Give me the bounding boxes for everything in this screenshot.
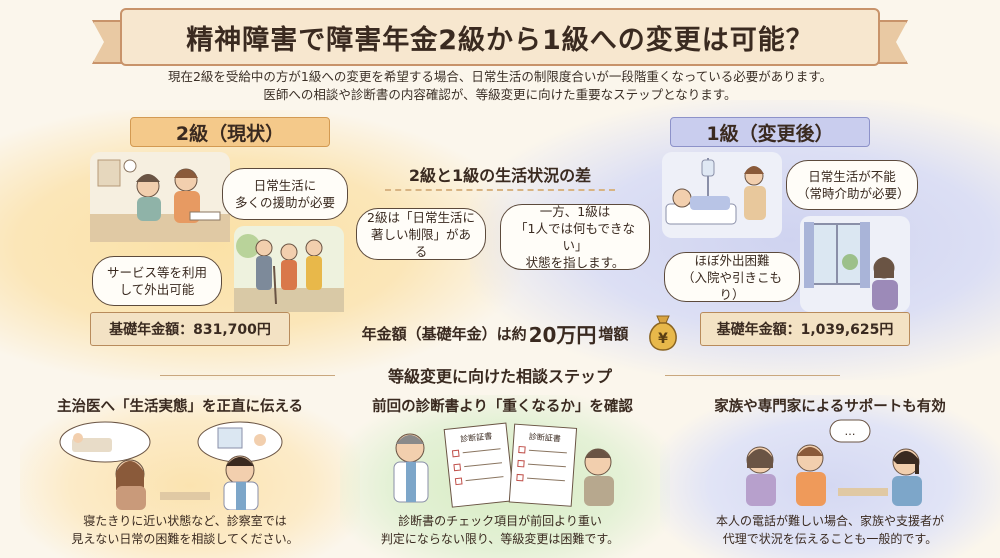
bubble-line: 「1人では何もできない」: [515, 221, 635, 253]
bubble-line: 著しい制限」がある: [370, 226, 471, 259]
bubble-line: （常時介助が必要）: [797, 186, 910, 201]
home-care-illustration: [90, 152, 230, 242]
doc-label-2: 診断証書: [529, 431, 562, 443]
subtitle-line-1: 現在2級を受給中の方が1級への変更を希望する場合、日常生活の制限度合いが一段階重…: [167, 69, 833, 84]
increase-suffix: 増額: [598, 324, 629, 343]
step1-text-2: 見えない日常の困難を相談してください。: [71, 532, 299, 546]
bubble-line: サービス等を利用: [106, 265, 207, 280]
bubble-line: 2級は「日常生活に: [367, 209, 475, 225]
step2-text-2: 判定にならない限り、等級変更は困難です。: [380, 532, 620, 546]
grade1-bubble-outing: ほぼ外出困難（入院や引きこもり）: [664, 252, 800, 302]
grade2-bubble-assistance: 日常生活に多くの援助が必要: [222, 168, 348, 220]
step1-text-1: 寝たきりに近い状態など、診察室では: [83, 514, 287, 528]
bubble-line: 日常生活が不能: [808, 169, 896, 184]
money-bag-icon: ¥: [649, 315, 677, 351]
family-support-illustration: …: [746, 419, 922, 506]
doctor-consultation-illustration: [59, 421, 283, 510]
bubble-line: 状態を指します。: [525, 255, 625, 270]
step1-title: 主治医へ「生活実態」を正直に伝える: [56, 399, 304, 415]
step3-background: [660, 395, 1000, 558]
steps-heading: 等級変更に向けた相談ステップ: [387, 367, 612, 386]
outing-illustration: [234, 226, 344, 312]
grade1-definition-bubble: 一方、1級は「1人では何もできない」状態を指します。: [500, 204, 650, 270]
subtitle-line-2: 医師への相談や診断書の内容確認が、等級変更に向けた重要なステップとなります。: [263, 87, 737, 102]
speech-dots: …: [845, 425, 856, 438]
step1-background: [20, 395, 360, 558]
grade1-bubble-care: 日常生活が不能 （常時介助が必要）: [786, 160, 918, 210]
grade2-bubble-outing: サービス等を利用して外出可能: [92, 256, 222, 306]
hospital-bed-illustration: [662, 152, 782, 238]
divider-right: [665, 375, 840, 376]
bubble-line: ほぼ外出困難: [694, 252, 770, 268]
bubble-line: 日常生活に: [253, 178, 317, 193]
step2-title: 前回の診断書より「重くなるか」を確認: [372, 399, 633, 415]
bubble-line: （入院や引きこもり）: [681, 269, 782, 302]
grade2-amount: 基礎年金額：831,700円: [90, 312, 290, 346]
increase-value: 20万円: [528, 322, 597, 347]
diagnosis-document-illustration: 診断証書 診断証書: [393, 422, 614, 508]
grade2-banner: 2級（現状）: [130, 117, 330, 147]
window-illustration: [800, 216, 910, 312]
title-ribbon: 精神障害で障害年金2級から1級への変更は可能？: [120, 8, 880, 66]
difference-heading: 2級と1級の生活状況の差: [385, 162, 615, 191]
grade1-banner: 1級（変更後）: [670, 117, 870, 147]
bubble-line: して外出可能: [119, 282, 195, 297]
page-title: 精神障害で障害年金2級から1級への変更は可能？: [186, 24, 814, 56]
doc-label-1: 診断証書: [460, 431, 493, 444]
step2-text-1: 診断書のチェック項目が前回より重い: [398, 514, 602, 528]
step3-text-1: 本人の電話が難しい場合、家族や支援者が: [715, 514, 944, 528]
bubble-line: 多くの援助が必要: [234, 195, 335, 210]
grade2-definition-bubble: 2級は「日常生活に著しい制限」がある: [356, 208, 486, 260]
grade1-amount: 基礎年金額：1,039,625円: [700, 312, 910, 346]
yen-symbol: ¥: [658, 331, 668, 347]
divider-left: [160, 375, 335, 376]
increase-prefix: 年金額（基礎年金）は約: [361, 324, 527, 343]
bubble-line: 一方、1級は: [539, 204, 611, 219]
step3-text-2: 代理で状況を伝えることも一般的です。: [722, 532, 938, 546]
step3-title: 家族や専門家によるサポートも有効: [714, 399, 946, 415]
